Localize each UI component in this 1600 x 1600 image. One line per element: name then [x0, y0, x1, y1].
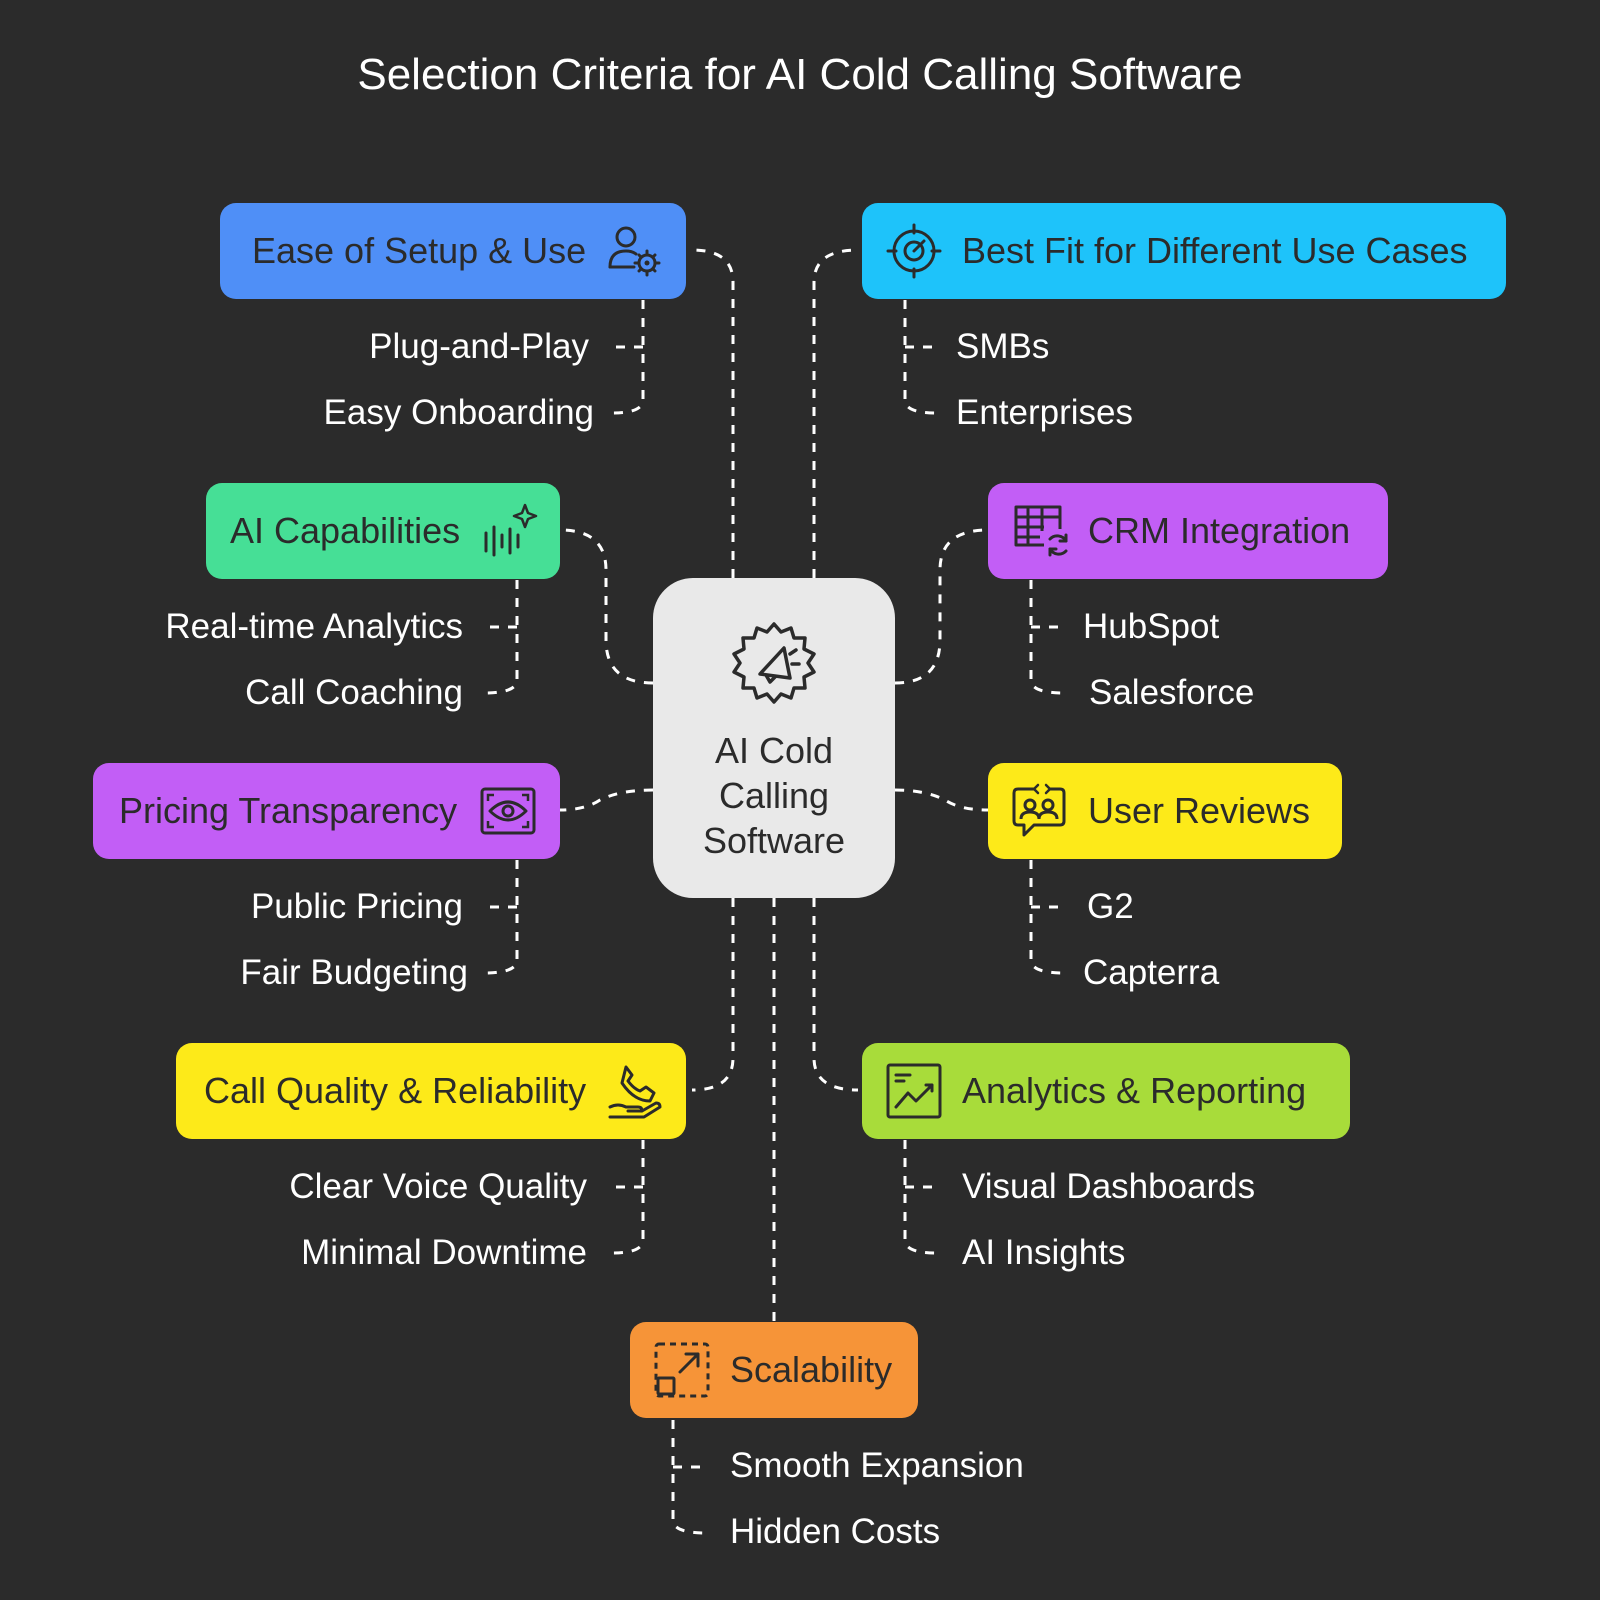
chart-line-icon — [886, 1063, 942, 1119]
connector-pricing — [559, 788, 654, 812]
criterion-ease-of-setup: Ease of Setup & Use — [220, 203, 686, 299]
connector-quality — [691, 898, 735, 1092]
criterion-label: Best Fit for Different Use Cases — [962, 230, 1468, 271]
criterion-label: Call Quality & Reliability — [204, 1070, 587, 1111]
sub-item: Enterprises — [956, 393, 1134, 432]
sub-connector-scalability — [671, 1420, 707, 1535]
connector-analytics — [812, 898, 859, 1092]
sub-item: Smooth Expansion — [730, 1446, 1024, 1485]
sub-item: Hidden Costs — [730, 1512, 941, 1551]
criterion-analytics-reporting: Analytics & Reporting — [862, 1043, 1350, 1139]
sub-item: SMBs — [956, 327, 1050, 366]
sub-connector-analytics — [903, 1140, 937, 1255]
criterion-label: User Reviews — [1088, 790, 1311, 831]
sub-item: Public Pricing — [250, 887, 463, 926]
criterion-label: Scalability — [730, 1349, 893, 1390]
criterion-scalability: Scalability — [630, 1322, 918, 1418]
criterion-pricing-transparency: Pricing Transparency — [93, 763, 560, 859]
phone-hand-icon — [608, 1065, 662, 1119]
user-gear-icon — [608, 226, 661, 277]
sub-item: AI Insights — [962, 1233, 1126, 1272]
sub-item: Visual Dashboards — [962, 1167, 1256, 1206]
sub-item: HubSpot — [1083, 607, 1220, 646]
megaphone-gear-icon — [732, 622, 816, 704]
review-chat-icon — [1012, 783, 1066, 837]
criterion-ai-capabilities: AI Capabilities — [206, 483, 560, 579]
connector-bestfit — [812, 248, 859, 578]
sub-item: Fair Budgeting — [240, 953, 468, 992]
sub-connector-ai — [483, 580, 519, 695]
sub-connector-bestfit — [903, 300, 937, 415]
sub-item: Clear Voice Quality — [289, 1167, 587, 1206]
connector-ai — [559, 528, 654, 685]
sub-connector-pricing — [483, 860, 519, 975]
center-label: AI Cold Calling Software — [702, 730, 846, 861]
criterion-label: Ease of Setup & Use — [252, 230, 587, 271]
sub-item: G2 — [1087, 887, 1134, 926]
sub-connector-ease — [611, 300, 645, 415]
center-hub: AI Cold Calling Software — [653, 578, 895, 898]
criterion-label: Analytics & Reporting — [962, 1070, 1307, 1111]
sub-item: Call Coaching — [245, 673, 463, 712]
sub-connector-crm — [1029, 580, 1065, 695]
sub-item: Easy Onboarding — [323, 393, 594, 432]
sub-item: Minimal Downtime — [301, 1233, 587, 1272]
diagram-title: Selection Criteria for AI Cold Calling S… — [357, 50, 1243, 99]
criterion-crm-integration: CRM Integration — [988, 483, 1388, 579]
criterion-call-quality: Call Quality & Reliability — [176, 1043, 686, 1139]
eye-scan-icon — [480, 787, 536, 835]
criterion-label: AI Capabilities — [230, 510, 461, 551]
connector-reviews — [894, 788, 989, 812]
criterion-user-reviews: User Reviews — [988, 763, 1342, 859]
target-icon — [886, 223, 942, 279]
sub-connector-quality — [611, 1140, 645, 1255]
table-sync-icon — [1014, 505, 1068, 557]
connector-crm — [894, 528, 989, 685]
sub-connector-reviews — [1029, 860, 1065, 975]
connector-ease — [691, 248, 735, 578]
criterion-label: CRM Integration — [1088, 510, 1351, 551]
expand-arrows-icon — [654, 1342, 710, 1398]
sub-item: Real-time Analytics — [165, 607, 463, 646]
sub-item: Plug-and-Play — [369, 327, 589, 366]
soundwave-sparkle-icon — [484, 503, 538, 557]
criterion-label: Pricing Transparency — [119, 790, 458, 831]
sub-item: Capterra — [1083, 953, 1220, 992]
criterion-best-fit: Best Fit for Different Use Cases — [862, 203, 1506, 299]
sub-item: Salesforce — [1089, 673, 1255, 712]
